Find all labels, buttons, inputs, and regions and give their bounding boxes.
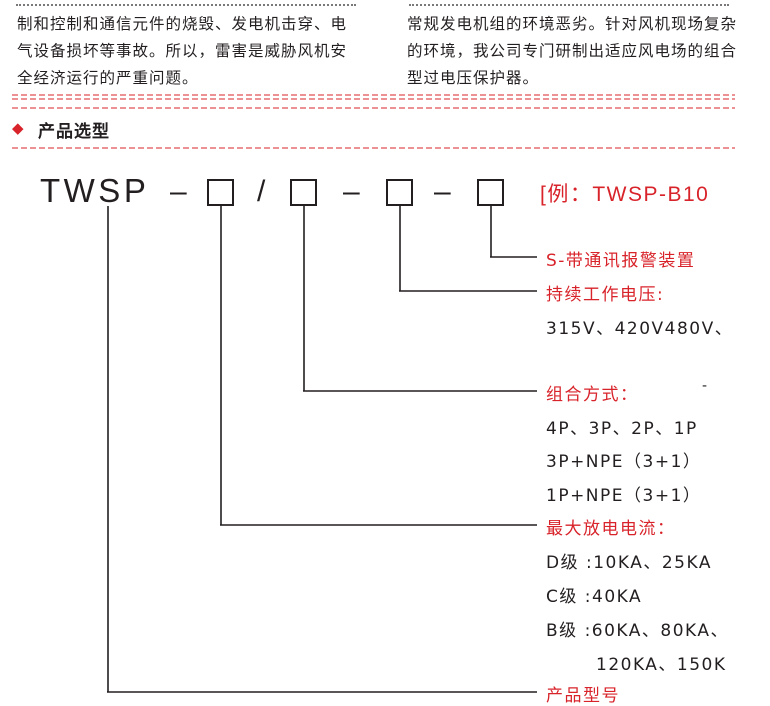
model-slash: / [257, 175, 266, 208]
model-example: [例：TWSP-B10 [540, 183, 710, 206]
intro-left-line-2: 气设备损坏等事故。所以，雷害是威胁风机安 [17, 42, 348, 60]
label-model-title: 产品型号 [546, 686, 620, 706]
current-b-clip: B级 :60KA、80KA、 [546, 614, 738, 640]
example-clip: [例：TWSP-B10 [540, 178, 738, 210]
label-voltage-values: 315V、420V480V、 [546, 319, 734, 338]
dashed-separator-upper [12, 107, 735, 109]
dashed-separator-lower [12, 147, 735, 149]
label-combo-stray-mark: - [702, 378, 709, 394]
label-voltage-title: 持续工作电压: [546, 285, 665, 305]
label-combo-1: 4P、3P、2P、1P [546, 419, 698, 439]
model-dash-1: – [170, 175, 187, 208]
intro-cutoff-top [16, 0, 756, 6]
voltage-values-clip: 315V、420V480V、 [546, 312, 736, 338]
model-box-3 [386, 179, 413, 206]
intro-right-line-1: 常规发电机组的环境恶劣。针对风机现场复杂 [407, 15, 738, 33]
current-b2-clip: 120KA、150K [596, 648, 738, 674]
label-current-b: B级 :60KA、80KA、 [546, 621, 730, 640]
label-current-c: C级 :40KA [546, 587, 643, 607]
intro-left-line-1: 制和控制和通信元件的烧毁、发电机击穿、电 [17, 15, 348, 33]
label-current-title: 最大放电电流： [546, 519, 676, 539]
model-dash-3: – [434, 175, 451, 208]
model-box-1 [207, 179, 234, 206]
diamond-icon: ◆ [12, 119, 24, 137]
model-box-4 [477, 179, 504, 206]
intro-right-line-2: 的环境，我公司专门研制出适应风电场的组合 [407, 42, 738, 60]
section-title: 产品选型 [38, 122, 110, 142]
label-combo-3: 1P+NPE（3+1） [546, 486, 702, 506]
double-dashed-separator [12, 94, 735, 100]
intro-left-line-3: 全经济运行的严重问题。 [17, 69, 199, 87]
model-dash-2: – [343, 175, 360, 208]
intro-right-line-3: 型过电压保护器。 [407, 69, 540, 87]
label-combo-title: 组合方式： [546, 385, 639, 405]
label-current-d: D级 :10KA、25KA [546, 553, 712, 573]
model-prefix: TWSP [40, 172, 150, 209]
label-alarm: S-带通讯报警装置 [546, 251, 696, 271]
label-current-b2: 120KA、150K [596, 655, 727, 674]
label-combo-2: 3P+NPE（3+1） [546, 452, 702, 472]
model-box-2 [290, 179, 317, 206]
